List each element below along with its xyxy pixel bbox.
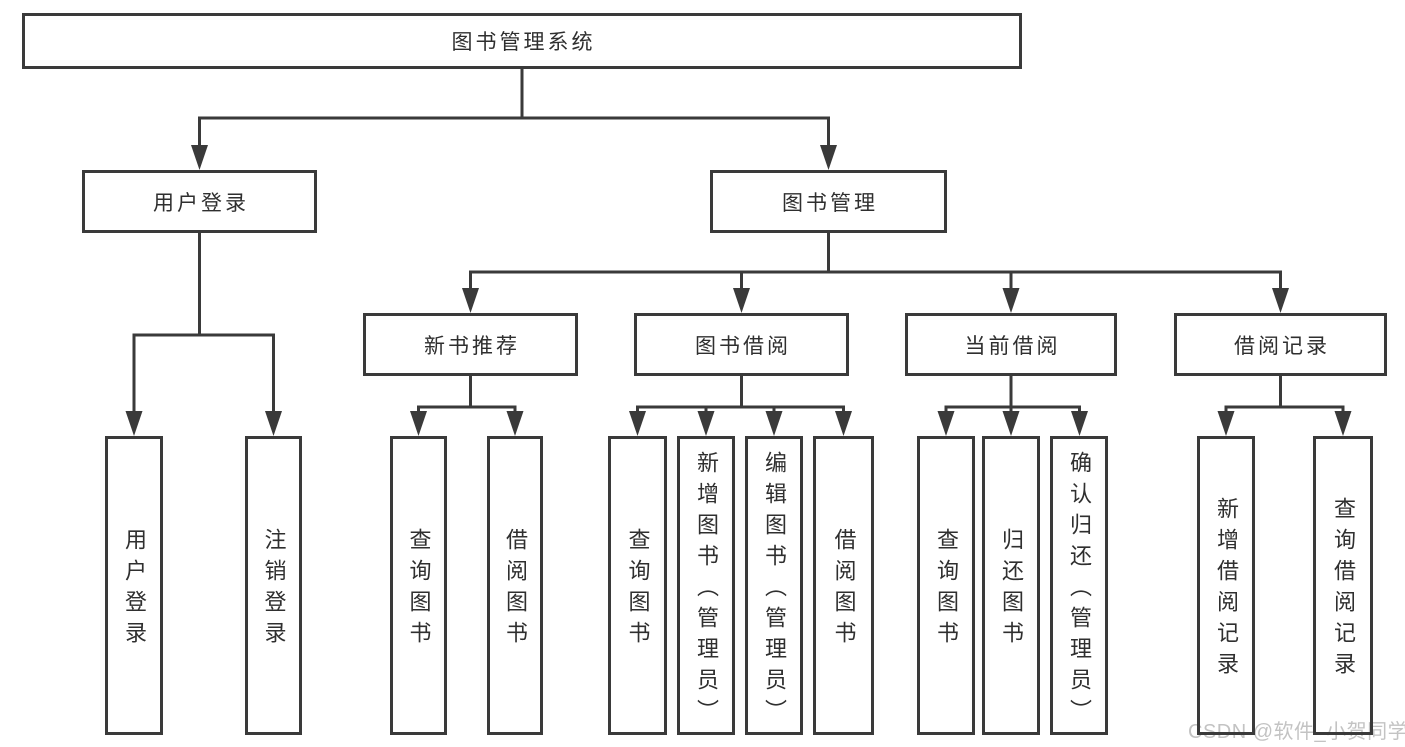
- node-label: 查询借阅记录: [1331, 497, 1356, 683]
- node-label: 借阅记录: [1234, 334, 1330, 358]
- node-leaf-query-book-3: 查询图书: [917, 436, 975, 735]
- node-borrowing-records: 借阅记录: [1174, 313, 1387, 376]
- node-label: 新增借阅记录: [1214, 497, 1239, 683]
- node-label: 查询图书: [406, 528, 432, 652]
- node-leaf-borrow-book-1: 借阅图书: [487, 436, 543, 735]
- node-leaf-logout: 注销登录: [245, 436, 302, 735]
- node-leaf-query-borrow-record: 查询借阅记录: [1313, 436, 1373, 735]
- node-leaf-query-book-1: 查询图书: [390, 436, 447, 735]
- node-label: 查询图书: [934, 528, 959, 652]
- node-label: 借阅图书: [831, 528, 857, 652]
- node-leaf-add-borrow-record: 新增借阅记录: [1197, 436, 1255, 735]
- csdn-watermark: CSDN @软件_小贺同学: [1188, 721, 1405, 743]
- node-user-login-branch: 用户登录: [82, 170, 317, 233]
- node-root: 图书管理系统: [22, 13, 1022, 69]
- node-label: 注销登录: [261, 528, 287, 652]
- node-label: 借阅图书: [503, 528, 528, 652]
- node-label: 用户登录: [153, 191, 249, 215]
- node-current-borrowing: 当前借阅: [905, 313, 1117, 376]
- node-label: 查询图书: [625, 528, 651, 652]
- node-label: 当前借阅: [964, 334, 1061, 358]
- node-label: 归还图书: [999, 528, 1024, 652]
- node-new-book-recommend: 新书推荐: [363, 313, 578, 376]
- node-label: 用户登录: [122, 528, 147, 652]
- node-label: 新增图书（管理员）: [694, 450, 719, 730]
- node-label: 图书管理: [782, 191, 878, 215]
- node-label: 图书管理系统: [451, 31, 596, 54]
- node-book-borrowing: 图书借阅: [634, 313, 849, 376]
- node-leaf-confirm-return-admin: 确认归还（管理员）: [1050, 436, 1108, 735]
- node-label: 确认归还（管理员）: [1067, 450, 1092, 730]
- node-leaf-query-book-2: 查询图书: [608, 436, 667, 735]
- node-leaf-edit-book-admin: 编辑图书（管理员）: [745, 436, 803, 735]
- node-book-management: 图书管理: [710, 170, 947, 233]
- node-label: 编辑图书（管理员）: [762, 450, 787, 730]
- node-leaf-return-book: 归还图书: [982, 436, 1040, 735]
- node-label: 新书推荐: [424, 334, 520, 358]
- node-label: 图书借阅: [695, 334, 791, 358]
- node-leaf-add-book-admin: 新增图书（管理员）: [677, 436, 735, 735]
- node-leaf-user-login: 用户登录: [105, 436, 163, 735]
- node-leaf-borrow-book-2: 借阅图书: [813, 436, 874, 735]
